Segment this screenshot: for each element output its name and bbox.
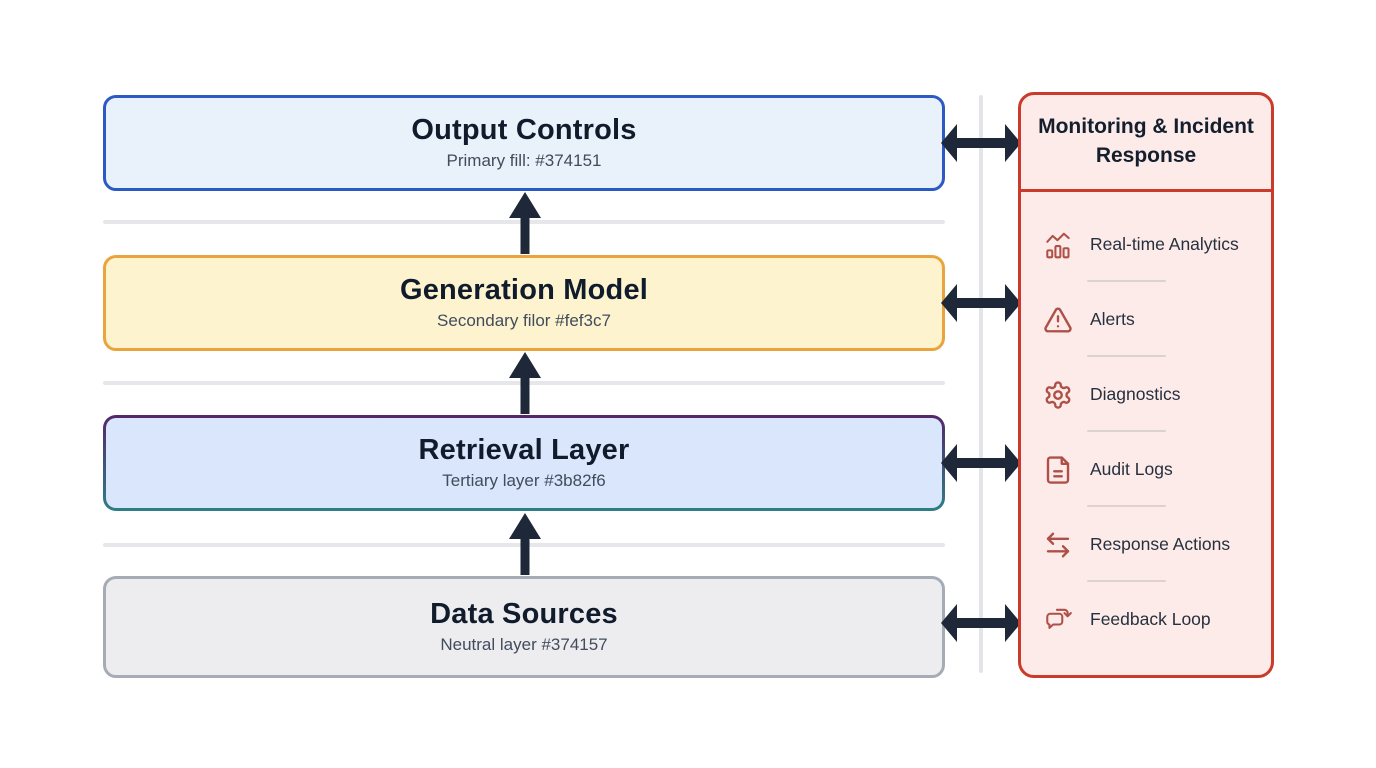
layer-subtitle: Neutral layer #374157 bbox=[440, 635, 608, 655]
double-arrow bbox=[941, 284, 1021, 322]
panel-item-label: Feedback Loop bbox=[1090, 609, 1211, 629]
panel-item-diagnostics: Diagnostics bbox=[1021, 357, 1271, 432]
panel-item-audit-logs: Audit Logs bbox=[1021, 432, 1271, 507]
layer-box-retrieval-gradient-border: Retrieval Layer Tertiary layer #3b82f6 bbox=[103, 415, 945, 511]
double-arrow bbox=[941, 604, 1021, 642]
layer-box-retrieval-layer: Retrieval Layer Tertiary layer #3b82f6 bbox=[106, 418, 942, 508]
panel-item-alerts: Alerts bbox=[1021, 282, 1271, 357]
layer-box-output-controls: Output Controls Primary fill: #374151 bbox=[103, 95, 945, 191]
layer-subtitle: Secondary filor #fef3c7 bbox=[437, 311, 611, 331]
panel-item-label: Diagnostics bbox=[1090, 384, 1181, 404]
monitoring-panel: Monitoring & Incident Response Real-time… bbox=[1018, 92, 1274, 678]
layer-title: Retrieval Layer bbox=[418, 433, 630, 466]
up-arrow bbox=[509, 513, 541, 575]
layer-title: Generation Model bbox=[399, 273, 649, 306]
alert-triangle-icon bbox=[1044, 307, 1072, 332]
double-arrow bbox=[941, 444, 1021, 482]
layer-subtitle: Primary fill: #374151 bbox=[446, 151, 602, 171]
panel-item-feedback-loop: Feedback Loop bbox=[1021, 582, 1271, 657]
layer-box-data-sources: Data Sources Neutral layer #374157 bbox=[103, 576, 945, 678]
layer-title: Output Controls bbox=[411, 113, 637, 146]
monitoring-panel-title: Monitoring & Incident Response bbox=[1021, 95, 1271, 192]
analytics-icon bbox=[1046, 232, 1070, 258]
gear-icon bbox=[1045, 380, 1071, 409]
panel-item-label: Audit Logs bbox=[1090, 459, 1173, 479]
panel-item-label: Alerts bbox=[1090, 309, 1135, 329]
up-arrow bbox=[509, 192, 541, 254]
layer-subtitle: Tertiary layer #3b82f6 bbox=[442, 471, 606, 491]
feedback-bubble-icon bbox=[1046, 608, 1072, 629]
up-arrow bbox=[509, 352, 541, 414]
double-arrow bbox=[941, 124, 1021, 162]
panel-item-response-actions: Response Actions bbox=[1021, 507, 1271, 582]
panel-item-real-time-analytics: Real-time Analytics bbox=[1021, 207, 1271, 282]
swap-arrows-icon bbox=[1046, 532, 1070, 557]
monitoring-panel-items: Real-time Analytics Alerts Diagnostics bbox=[1021, 207, 1271, 657]
vertical-divider-line bbox=[979, 95, 983, 673]
document-icon bbox=[1046, 455, 1070, 484]
layer-box-generation-model: Generation Model Secondary filor #fef3c7 bbox=[103, 255, 945, 351]
panel-item-label: Response Actions bbox=[1090, 534, 1231, 554]
layer-title: Data Sources bbox=[430, 597, 618, 630]
panel-item-label: Real-time Analytics bbox=[1090, 234, 1239, 254]
